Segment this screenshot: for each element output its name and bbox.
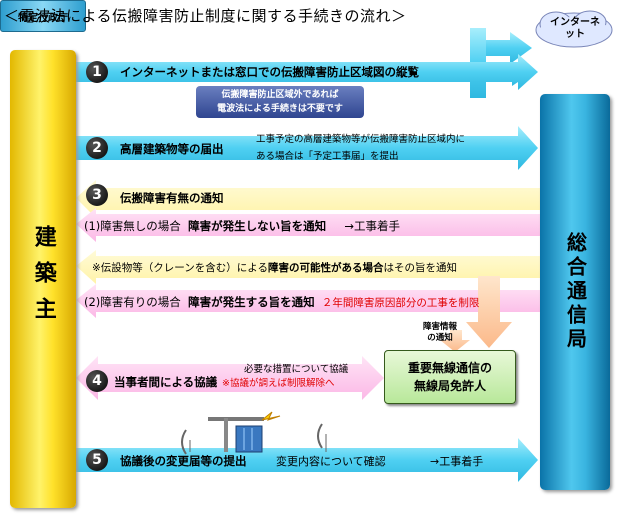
step5-number: 5: [86, 449, 108, 471]
step1-label: インターネットまたは窓口での伝搬障害防止区域図の縦覧: [120, 65, 419, 79]
builder-column: 建築主: [10, 50, 76, 508]
crane-line: ※伝設物等（クレーンを含む）による障害の可能性がある場合はその旨を通知: [92, 260, 457, 275]
antenna-right: [317, 423, 327, 452]
info-down-arrow: [466, 276, 512, 348]
step5-action: →工事着手: [430, 455, 484, 468]
step5-label: 協議後の変更届等の提出: [120, 454, 247, 468]
antenna-left: [181, 429, 191, 455]
step4-note-line1: 必要な措置について協議: [244, 364, 349, 375]
licensee-line1: 重要無線通信の: [407, 361, 492, 375]
prefecture-box: 特定行政庁: [0, 0, 86, 32]
step5-note: 変更内容について確認: [276, 455, 386, 468]
internet-label: インターネット: [550, 17, 600, 40]
step1-arrow: [76, 54, 538, 90]
step4-label: 当事者間による協議: [114, 375, 218, 389]
crane-note-b: 障害の可能性がある場合: [267, 262, 384, 274]
exemption-note-line2: 電波法による手続きは不要です: [217, 104, 343, 114]
licensee-line2: 無線局免許人: [413, 379, 486, 393]
step2-arrow: [76, 126, 538, 170]
bureau-column: 総合通信局: [540, 94, 610, 490]
internet-cloud-icon: [535, 10, 613, 48]
case2-condition: (2)障害有りの場合: [84, 295, 181, 309]
case2-result: 障害が発生する旨を通知: [188, 295, 315, 309]
step2-number: 2: [86, 137, 108, 159]
step3-number: 3: [86, 184, 108, 206]
crane-note-c: はその旨を通知: [383, 262, 457, 274]
case2-arrow: [76, 284, 540, 318]
step3-arrow: [76, 180, 540, 218]
case1-line: (1)障害無しの場合 障害が発生しない旨を通知 →工事着手: [84, 218, 400, 234]
step5-arrow: [76, 438, 538, 482]
step4-arrow: [76, 356, 384, 400]
step2-note-line2: ある場合は「予定工事届」を提出: [256, 151, 399, 162]
exemption-note: 伝搬障害防止区域外であれば 電波法による手続きは不要です: [196, 86, 364, 118]
case1-action: →工事着手: [344, 219, 401, 233]
licensee-box: 重要無線通信の 無線局免許人: [384, 350, 516, 404]
builder-label: 建築主: [30, 225, 56, 333]
interference-info-label: 障害情報の通知: [422, 322, 457, 343]
crane-note-a: ※伝設物等（クレーンを含む）による: [92, 262, 268, 274]
case2-line: (2)障害有りの場合 障害が発生する旨を通知 ２年間障害原因部分の工事を制限: [84, 294, 479, 310]
case1-condition: (1)障害無しの場合: [84, 219, 181, 233]
step2-note-line1: 工事予定の高層建築物等が伝搬障害防止区域内に: [256, 134, 466, 145]
step2-label: 高層建築物等の届出: [120, 142, 224, 156]
bureau-label: 総合通信局: [563, 232, 588, 352]
step3-label: 伝搬障害有無の通知: [120, 191, 224, 205]
step4-number: 4: [86, 370, 108, 392]
step4-note-line2: ※協議が調えば制限解除へ: [222, 378, 335, 389]
building-illustration: [208, 411, 281, 453]
info-feed-arrow: [440, 330, 470, 352]
case2-restriction: ２年間障害原因部分の工事を制限: [321, 297, 480, 309]
crane-arrow: [76, 250, 540, 284]
step1-number: 1: [86, 61, 108, 83]
page-title: ＜電波法による伝搬障害防止制度に関する手続きの流れ＞: [4, 7, 407, 25]
case1-result: 障害が発生しない旨を通知: [188, 219, 327, 233]
exemption-note-line1: 伝搬障害防止区域外であれば: [221, 90, 339, 100]
case1-arrow: [76, 208, 540, 242]
